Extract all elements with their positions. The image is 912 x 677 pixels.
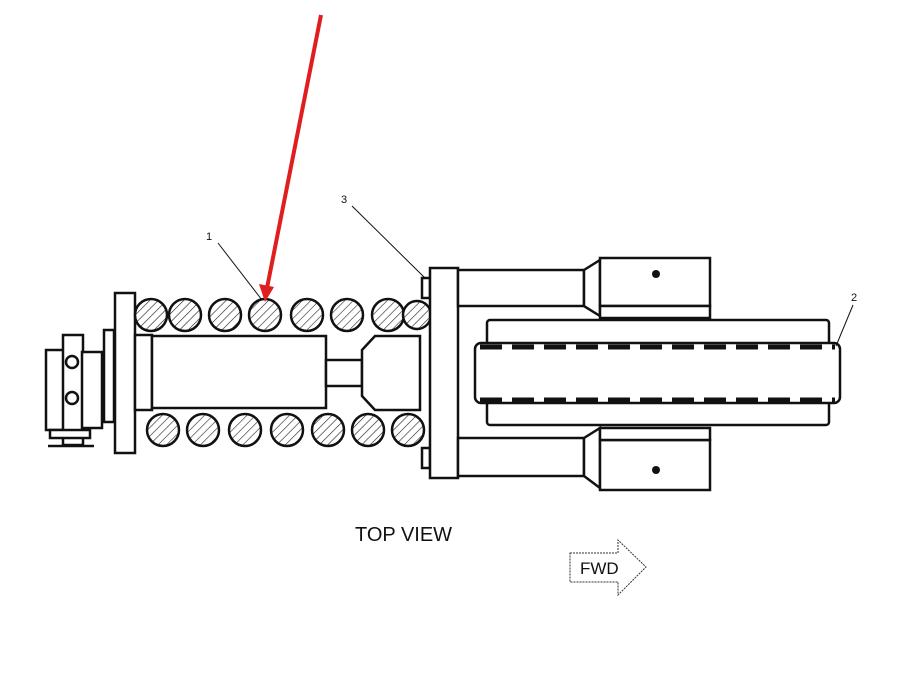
spring-coil xyxy=(390,412,426,448)
spring-coil xyxy=(269,412,305,448)
callout-1: 1 xyxy=(206,231,263,301)
callout-label-1: 1 xyxy=(206,231,212,243)
spring-coil xyxy=(350,412,386,448)
spring-rod-cylinder xyxy=(150,334,328,410)
highlight-arrow xyxy=(259,14,323,302)
callout-label-3: 3 xyxy=(341,194,347,206)
flange-collar xyxy=(133,333,154,412)
spring-coil xyxy=(227,412,263,448)
spring-coils xyxy=(133,297,433,448)
spring-coil xyxy=(401,299,433,331)
view-title: TOP VIEW xyxy=(355,524,452,546)
bolt-hole xyxy=(652,466,660,474)
forward-direction-arrow: FWD xyxy=(569,538,647,597)
inner-tube xyxy=(473,341,842,405)
spring-coil xyxy=(145,412,181,448)
end-fitting-assembly xyxy=(44,328,116,448)
mounting-flange xyxy=(113,291,137,455)
spring-coil xyxy=(247,297,283,333)
spring-coil xyxy=(133,297,169,333)
spring-coil xyxy=(185,412,221,448)
rod-end-cone xyxy=(360,334,422,412)
callout-3: 3 xyxy=(341,194,426,279)
spring-coil xyxy=(370,297,406,333)
fwd-label: FWD xyxy=(580,559,619,578)
spring-coil xyxy=(329,297,365,333)
spring-coil xyxy=(289,297,325,333)
spring-coil xyxy=(207,297,243,333)
callout-2: 2 xyxy=(835,292,857,347)
bolt-hole xyxy=(652,270,660,278)
rod-shaft xyxy=(324,358,364,388)
spring-coil xyxy=(167,297,203,333)
spring-coil xyxy=(310,412,346,448)
yoke-assembly xyxy=(420,256,712,492)
callout-label-2: 2 xyxy=(851,292,857,304)
